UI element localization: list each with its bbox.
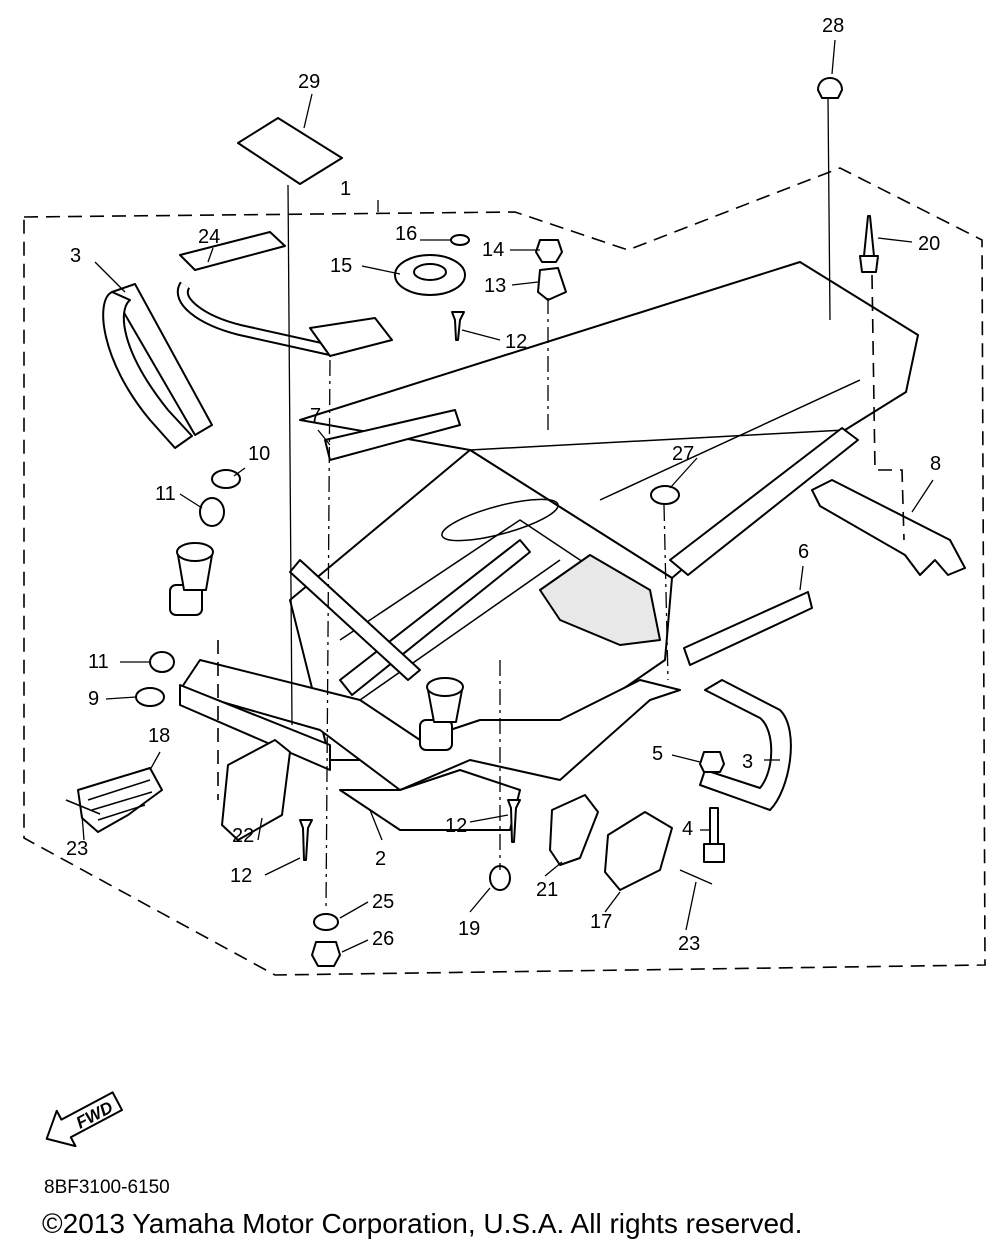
callout-3-right: 3 [742, 751, 753, 773]
callout-24: 24 [198, 226, 220, 248]
callout-5: 5 [652, 743, 663, 765]
callout-12-mid: 12 [445, 815, 467, 837]
callout-23-left: 23 [66, 838, 88, 860]
callout-13: 13 [484, 275, 506, 297]
callout-26: 26 [372, 928, 394, 950]
gasket-21 [549, 794, 599, 866]
rivet-lower-mid [507, 799, 521, 843]
nut [535, 239, 563, 263]
callout-11-upper: 11 [155, 483, 176, 505]
pin-23-right [679, 869, 713, 885]
leader-lines [81, 39, 934, 953]
left-shock-tower [169, 542, 214, 616]
decal-sticker [237, 117, 343, 185]
drawing-code: 8BF3100-6150 [44, 1177, 170, 1198]
copyright-notice: ©2013 Yamaha Motor Corporation, U.S.A. A… [42, 1208, 803, 1239]
callout-1: 1 [340, 178, 351, 200]
plug [650, 485, 680, 505]
pin-23-left [65, 799, 101, 815]
bushing-10 [211, 469, 241, 489]
callout-17: 17 [590, 911, 612, 933]
callout-6: 6 [798, 541, 809, 563]
bolt-4 [703, 807, 725, 863]
callout-9: 9 [88, 688, 99, 710]
cap [817, 77, 843, 99]
steering-boot [77, 767, 163, 833]
right-rail [683, 591, 813, 666]
callout-20: 20 [918, 233, 940, 255]
gasket [221, 739, 291, 841]
callout-3-left: 3 [70, 245, 81, 267]
callout-12-top: 12 [505, 331, 527, 353]
callout-labels: 1 2 3 3 4 5 6 7 8 9 10 11 11 12 12 12 12… [66, 15, 941, 955]
callout-19: 19 [458, 918, 480, 940]
grab-bar [177, 231, 393, 357]
left-rail [324, 409, 461, 461]
fwd-arrow-icon: FWD [45, 1091, 124, 1148]
callout-4: 4 [682, 818, 693, 840]
callout-10: 10 [248, 443, 270, 465]
callout-18: 18 [148, 725, 170, 747]
rivet-lower-left [299, 819, 313, 861]
callout-25: 25 [372, 891, 394, 913]
pin [859, 215, 879, 273]
callout-23-right: 23 [678, 933, 700, 955]
callout-29: 29 [298, 71, 320, 93]
callout-11-lower: 11 [88, 651, 109, 673]
callout-14: 14 [482, 239, 504, 261]
callout-2: 2 [375, 848, 386, 870]
nut-5 [699, 751, 725, 773]
callout-15: 15 [330, 255, 352, 277]
nut-26 [311, 941, 341, 967]
washer-25 [313, 913, 339, 931]
callout-27: 27 [672, 443, 694, 465]
rear-bracket [811, 479, 966, 576]
bracket [537, 267, 567, 301]
right-bumper [699, 679, 792, 811]
callout-8: 8 [930, 453, 941, 475]
assembly-boundary [23, 167, 986, 976]
callout-28: 28 [822, 15, 844, 37]
bushing-9 [135, 687, 165, 707]
cover-17 [604, 811, 673, 891]
callout-21: 21 [536, 879, 558, 901]
rivet [451, 311, 465, 341]
callout-16: 16 [395, 223, 417, 245]
mount-plate [394, 254, 466, 296]
callout-7: 7 [310, 405, 321, 427]
bushing-11-lower [149, 651, 175, 673]
bushing-11-upper [199, 497, 225, 527]
callout-12-left: 12 [230, 865, 252, 887]
left-bumper [102, 283, 213, 449]
callout-22: 22 [232, 825, 254, 847]
washer [450, 234, 470, 246]
right-shock-tower [419, 677, 464, 751]
